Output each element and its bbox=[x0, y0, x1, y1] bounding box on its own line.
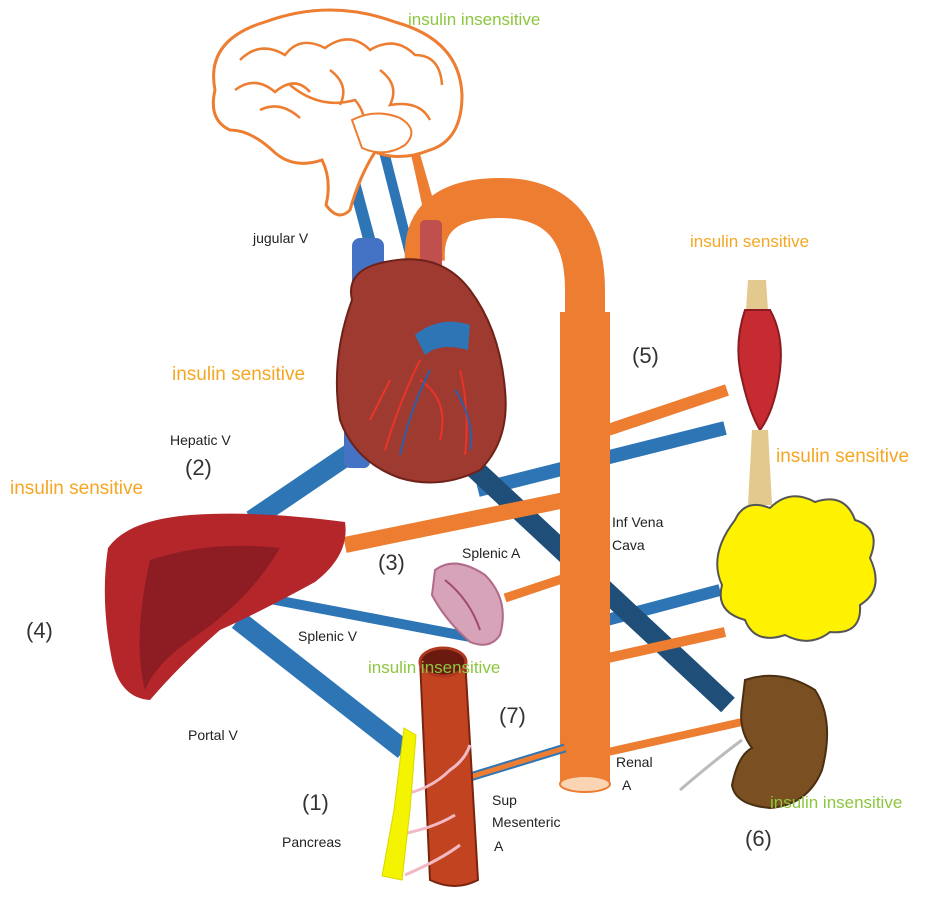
label-2: (2) bbox=[185, 455, 212, 481]
pancreas-label: Pancreas bbox=[282, 832, 341, 852]
lower-tendon bbox=[748, 430, 772, 505]
descending-aorta bbox=[560, 312, 610, 784]
adipose-tissue bbox=[717, 496, 875, 641]
kidney-insulin-status: insulin insensitive bbox=[770, 793, 902, 813]
muscle-insulin-status: insulin sensitive bbox=[690, 232, 809, 252]
renal-artery-label-1: Renal bbox=[616, 752, 653, 772]
cerebellum bbox=[352, 113, 411, 152]
kidney bbox=[680, 676, 827, 808]
sup-mesenteric-artery-core bbox=[470, 748, 565, 777]
renal-artery-label-2: A bbox=[622, 775, 631, 795]
portal-vein-label: Portal V bbox=[188, 725, 238, 745]
heart bbox=[337, 220, 506, 483]
splenic-vein-label: Splenic V bbox=[298, 626, 357, 646]
splenic-artery-label: Splenic A bbox=[462, 543, 520, 563]
liver-insulin-status: insulin sensitive bbox=[10, 478, 143, 500]
label-7: (7) bbox=[499, 703, 526, 729]
label-3: (3) bbox=[378, 550, 405, 576]
muscle-belly bbox=[738, 310, 781, 430]
heart-insulin-status: insulin sensitive bbox=[172, 364, 305, 386]
sup-mesenteric-label-1: Sup bbox=[492, 790, 517, 810]
upper-tendon bbox=[746, 280, 768, 310]
brain-insulin-status: insulin insensitive bbox=[408, 10, 540, 30]
adipose-insulin-status: insulin sensitive bbox=[776, 446, 909, 468]
intestine-insulin-status: insulin insensitive bbox=[368, 658, 500, 678]
muscle bbox=[738, 280, 781, 505]
splenic-artery bbox=[505, 578, 565, 598]
hepatic-vein-label: Hepatic V bbox=[170, 430, 231, 450]
label-4: (4) bbox=[26, 618, 53, 644]
label-1: (1) bbox=[302, 790, 329, 816]
kidney-shape bbox=[732, 676, 827, 808]
muscle-artery bbox=[608, 390, 727, 430]
inf-vena-cava-label-1: Inf Vena bbox=[612, 512, 663, 532]
heart-body bbox=[337, 259, 506, 482]
inf-vena-cava-label-2: Cava bbox=[612, 535, 645, 555]
sup-mesenteric-label-3: A bbox=[494, 836, 503, 856]
label-5: (5) bbox=[632, 343, 659, 369]
jugular-vein-label: jugular V bbox=[253, 228, 308, 248]
aorta-end bbox=[560, 776, 610, 792]
renal-artery bbox=[608, 722, 742, 752]
label-6: (6) bbox=[745, 826, 772, 852]
sup-mesenteric-label-2: Mesenteric bbox=[492, 812, 560, 832]
